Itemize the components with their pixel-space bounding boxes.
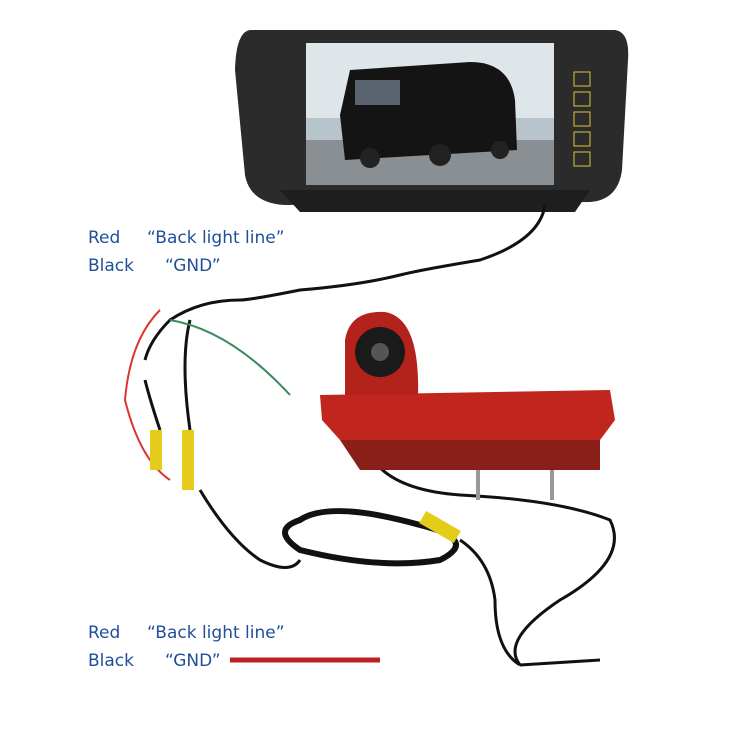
rca-connector <box>150 430 162 470</box>
monitor-bottom-edge <box>280 190 590 212</box>
red-wire-description: “Back light line” <box>147 228 285 248</box>
black-wire-label: Black <box>88 651 134 671</box>
up-icon <box>573 71 591 87</box>
down-icon <box>573 111 591 127</box>
red-wire-label: Red <box>88 228 121 248</box>
monitor-buttons <box>573 71 591 167</box>
rca-connector <box>182 430 194 490</box>
rearview-monitor <box>235 30 629 212</box>
red-wire-label: Red <box>88 623 121 643</box>
van-image <box>340 62 517 168</box>
menu-icon <box>573 131 591 147</box>
rca-connector <box>419 510 461 544</box>
black-wire-label: Black <box>88 256 134 276</box>
brake-light-camera <box>320 311 615 500</box>
red-wire-description: “Back light line” <box>147 623 285 643</box>
green-wire <box>169 319 291 396</box>
power-icon <box>573 151 591 167</box>
up-icon <box>573 91 591 107</box>
black-wire-description: “GND” <box>165 651 221 671</box>
black-wire-description: “GND” <box>165 256 221 276</box>
